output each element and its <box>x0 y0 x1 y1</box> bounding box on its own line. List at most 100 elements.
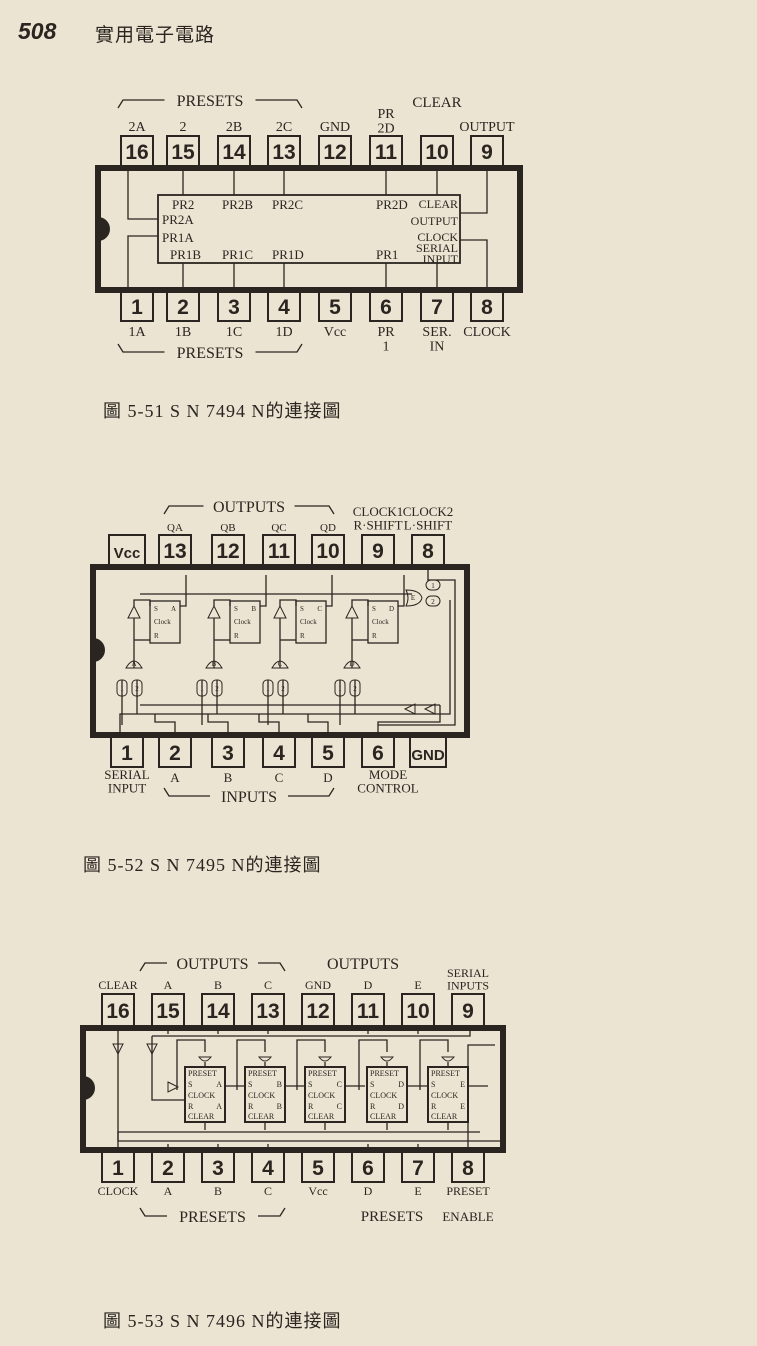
pin-4-number: 4 <box>262 1157 274 1180</box>
pin-label-15: A <box>164 978 173 992</box>
outputs-bracket-label: OUTPUTS <box>213 499 285 516</box>
ff-s-label: S <box>431 1080 435 1089</box>
pin-14-box <box>217 135 251 167</box>
exclusive-gate-icon <box>405 589 423 607</box>
pin-10-box <box>401 993 435 1027</box>
pin-3-number: 3 <box>212 1157 224 1180</box>
figure-caption-5-52: 圖 5-52 S N 7495 N的連接圖 <box>83 855 322 875</box>
ff-r-label: R <box>188 1102 194 1111</box>
pin-label-15: 2 <box>180 120 187 135</box>
page-number: 508 <box>18 18 57 44</box>
ff-output-label: C <box>317 605 322 613</box>
bottom-presets-bracket-line <box>117 343 165 353</box>
pin-bottom-5-box <box>311 736 345 768</box>
pin-12-box <box>301 993 335 1027</box>
buffer-icon <box>207 604 221 619</box>
ff-clock-label: CLOCK <box>248 1091 275 1100</box>
pin-label-13: 2C <box>276 120 292 135</box>
nand-gate-icon <box>317 1056 333 1062</box>
pin-label-7: SER.IN <box>422 325 451 355</box>
wire <box>180 575 187 607</box>
pin-9-box <box>470 135 504 167</box>
pin-bottom-6-number: 6 <box>372 742 384 765</box>
pin-top-Vcc-number: Vcc <box>114 545 141 562</box>
outputs-bracket-line <box>163 505 204 515</box>
presets-label-right: PRESETS <box>361 1209 424 1225</box>
pin-label-2: A <box>170 770 180 785</box>
pin-top-8-box <box>411 534 445 566</box>
pin-label-11: QC <box>271 522 286 534</box>
pin-15-box <box>166 135 200 167</box>
wire <box>378 567 456 726</box>
wire <box>151 1036 185 1101</box>
ff-preset-label: PRESET <box>431 1069 460 1078</box>
pin-label-2: A <box>164 1184 173 1198</box>
buffer-icon <box>345 604 359 619</box>
ff-clock-label: CLOCK <box>188 1091 215 1100</box>
ff-r-label: R <box>372 632 377 640</box>
or-gate-icon <box>343 660 361 669</box>
inputs-bracket-label: INPUTS <box>221 789 277 806</box>
wire <box>279 599 297 606</box>
ff-output-label: A <box>216 1080 222 1089</box>
pin-6-box <box>369 290 403 322</box>
outputs-label-right: OUTPUTS <box>327 956 399 973</box>
ff-r-label: R <box>248 1102 254 1111</box>
flip-flop-A <box>149 600 181 644</box>
ff-output-label: A <box>171 605 176 613</box>
pin-14-number: 14 <box>206 1000 230 1023</box>
pin-2-box <box>151 1151 185 1183</box>
pin-5-number: 5 <box>329 296 341 319</box>
ff-output-bar-label: D <box>398 1102 404 1111</box>
ff-preset-label: PRESET <box>248 1069 277 1078</box>
pin-4-number: 4 <box>278 296 290 319</box>
nand-gate-icon <box>197 1056 213 1062</box>
enable-label: ENABLE <box>442 1209 493 1224</box>
pin-11-number: 11 <box>357 1000 380 1023</box>
ff-output-bar-label: C <box>337 1102 342 1111</box>
pin-13-number: 13 <box>256 1000 279 1023</box>
gate-2-label: 2 <box>431 598 435 606</box>
pin-label-13: C <box>264 978 272 992</box>
inner-label-input: INPUT <box>423 252 459 266</box>
or-gate-icon <box>205 660 223 669</box>
gate-1-label: 1 <box>431 582 435 590</box>
pin-16-number: 16 <box>125 141 148 164</box>
pin-14-number: 14 <box>222 141 246 164</box>
ff-output-bar-label: A <box>216 1102 222 1111</box>
wire <box>117 1131 480 1150</box>
wire <box>258 714 280 735</box>
pin-label-7: E <box>414 1184 421 1198</box>
ff-clock-label: CLOCK <box>431 1091 458 1100</box>
ff-s-label: S <box>248 1080 252 1089</box>
pin-3-box <box>217 290 251 322</box>
pin-2-number: 2 <box>177 296 189 319</box>
ff-clock-label: Clock <box>154 618 171 626</box>
pin-4-box <box>267 290 301 322</box>
ff-clock-label: CLOCK <box>370 1091 397 1100</box>
pin-bottom-3-box <box>211 736 245 768</box>
inner-label-clear: CLEAR <box>419 197 458 211</box>
wire <box>127 171 158 220</box>
inputs-bracket-line <box>288 787 335 797</box>
inner-label-pr1c: PR1C <box>222 247 253 262</box>
pin-label-8: CLOCK <box>463 325 510 340</box>
pin-11-box <box>351 993 385 1027</box>
ff-r-label: R <box>431 1102 437 1111</box>
pin-16-number: 16 <box>106 1000 129 1023</box>
ff-s-label: S <box>234 605 238 613</box>
pin-bottom-3-number: 3 <box>222 742 234 765</box>
figure-caption-5-51: 圖 5-51 S N 7494 N的連接圖 <box>103 401 342 421</box>
ff-output-label: C <box>337 1080 342 1089</box>
figure-caption-5-53: 圖 5-53 S N 7496 N的連接圖 <box>103 1311 342 1331</box>
pin-label-12: QB <box>220 522 235 534</box>
inner-label-pr1b: PR1B <box>170 247 201 262</box>
pin-11-number: 11 <box>375 141 398 164</box>
pin-label-12: GND <box>320 120 350 135</box>
wire <box>176 1039 206 1090</box>
pin-1-box <box>120 290 154 322</box>
pin-label-14: 2B <box>226 120 242 135</box>
